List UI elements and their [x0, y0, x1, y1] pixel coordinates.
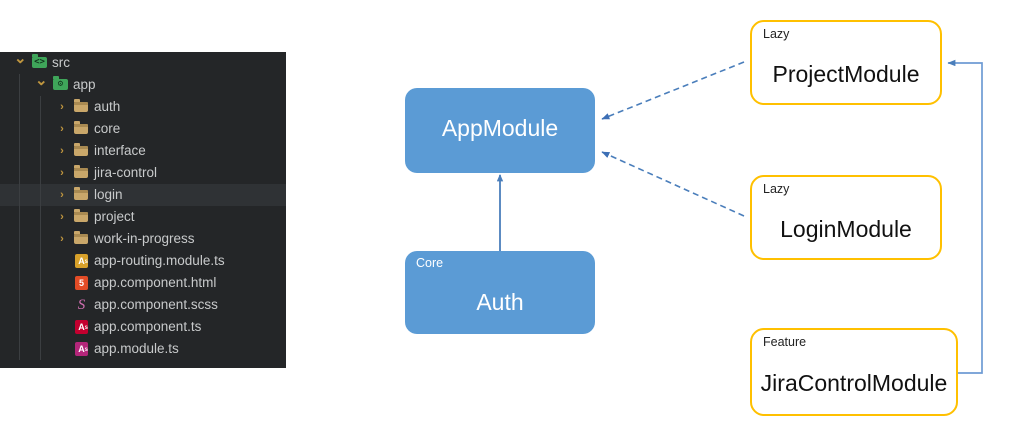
html5-icon: 5 — [73, 272, 90, 294]
tree-item-core[interactable]: › core — [0, 118, 286, 140]
node-jira-control-module[interactable]: Feature JiraControlModule — [750, 328, 958, 416]
indent-guide — [40, 272, 41, 294]
node-tag: Lazy — [763, 27, 790, 41]
chevron-right-icon[interactable]: › — [60, 101, 64, 113]
node-auth-module[interactable]: Core Auth — [405, 251, 595, 334]
tree-item-app[interactable]: ⌄⚙ app — [0, 72, 286, 96]
tree-item-label: login — [94, 187, 123, 202]
sass-icon: S — [77, 297, 86, 313]
indent-guide — [19, 74, 20, 96]
indent-guide — [40, 338, 41, 360]
tree-item-interface[interactable]: › interface — [0, 140, 286, 162]
node-title: JiraControlModule — [760, 370, 948, 396]
indent-guide — [19, 162, 20, 184]
indent-guide — [40, 228, 41, 250]
indent-guide — [40, 250, 41, 272]
indent-guide — [19, 294, 20, 316]
chevron-right-icon[interactable]: › — [60, 189, 64, 201]
folder-icon — [73, 96, 90, 118]
indent-guide — [19, 206, 20, 228]
tree-item-work-in-progress[interactable]: › work-in-progress — [0, 228, 286, 250]
tree-item-label: project — [94, 209, 135, 224]
indent-guide — [19, 184, 20, 206]
indent-guide — [19, 338, 20, 360]
tree-item-label: app.module.ts — [94, 341, 179, 356]
tree-item-login[interactable]: › login — [0, 184, 286, 206]
node-title: ProjectModule — [772, 60, 920, 87]
node-title: AppModule — [441, 114, 559, 141]
chevron-right-icon[interactable]: › — [60, 145, 64, 157]
edge-jira-to-project — [947, 59, 983, 374]
indent-guide — [40, 96, 41, 118]
indent-guide — [19, 250, 20, 272]
indent-guide — [40, 140, 41, 162]
indent-guide — [19, 316, 20, 338]
indent-guide — [40, 184, 41, 206]
tree-item-src[interactable]: ⌄ <> src — [0, 52, 286, 74]
node-login-module[interactable]: Lazy LoginModule — [750, 175, 942, 260]
edge-login-to-app — [601, 151, 745, 217]
tree-item-label: app-routing.module.ts — [94, 253, 225, 268]
node-project-module[interactable]: Lazy ProjectModule — [750, 20, 942, 105]
tree-item-label: src — [52, 55, 70, 70]
folder-icon — [73, 228, 90, 250]
node-tag: Feature — [763, 335, 807, 349]
file-explorer-panel[interactable]: ⌄<>src⌄⚙app›auth›core›interface›jira-con… — [0, 52, 286, 368]
tree-item-jira-control[interactable]: › jira-control — [0, 162, 286, 184]
folder-icon — [73, 140, 90, 162]
tree-item-label: interface — [94, 143, 146, 158]
tree-item-label: jira-control — [94, 165, 158, 180]
edge-project-to-app — [601, 61, 745, 120]
folder-icon — [73, 206, 90, 228]
tree-item-label: app.component.html — [94, 275, 217, 290]
tree-item-label: app — [73, 77, 96, 92]
folder-gear-icon: ⚙ — [52, 74, 69, 96]
chevron-right-icon[interactable]: › — [60, 211, 64, 223]
indent-guide — [19, 118, 20, 140]
indent-guide — [40, 294, 41, 316]
indent-guide — [40, 118, 41, 140]
node-app-module[interactable]: AppModule — [405, 88, 595, 173]
chevron-down-icon[interactable]: ⌄ — [35, 72, 48, 89]
tree-item-label: app.component.ts — [94, 319, 202, 334]
tree-item-label: work-in-progress — [94, 231, 195, 246]
indent-guide — [19, 228, 20, 250]
indent-guide — [40, 162, 41, 184]
folder-icon — [73, 184, 90, 206]
indent-guide — [19, 140, 20, 162]
tree-item-label: app.component.scss — [94, 297, 218, 312]
indent-guide — [40, 206, 41, 228]
chevron-down-icon[interactable]: ⌄ — [14, 52, 27, 67]
indent-guide — [19, 96, 20, 118]
node-tag: Core — [416, 256, 444, 270]
chevron-right-icon[interactable]: › — [60, 123, 64, 135]
folder-icon — [73, 118, 90, 140]
indent-guide — [40, 316, 41, 338]
tree-item-auth[interactable]: › auth — [0, 96, 286, 118]
chevron-right-icon[interactable]: › — [60, 233, 64, 245]
node-title: Auth — [476, 288, 524, 315]
tree-item-project[interactable]: › project — [0, 206, 286, 228]
folder-code-icon: <> — [31, 52, 48, 74]
node-tag: Lazy — [763, 182, 790, 196]
tree-item-label: auth — [94, 99, 121, 114]
folder-icon — [73, 162, 90, 184]
tree-item-app-component-html[interactable]: 5 app.component.html — [0, 272, 286, 294]
tree-item-label: core — [94, 121, 121, 136]
chevron-right-icon[interactable]: › — [60, 167, 64, 179]
indent-guide — [19, 272, 20, 294]
node-title: LoginModule — [780, 215, 912, 242]
